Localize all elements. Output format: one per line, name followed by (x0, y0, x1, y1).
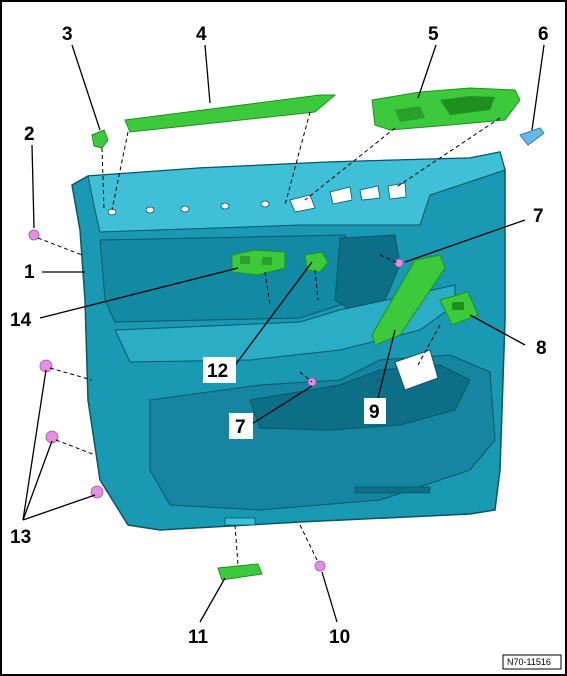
figure-code: N70-11516 (507, 657, 551, 667)
part-6-end-trim (519, 127, 545, 146)
callout-12-box (203, 357, 236, 383)
figure-code-box (502, 654, 562, 670)
callout-7-upper: 7 (533, 206, 544, 227)
clip-13-b (45, 430, 59, 444)
part-8-switch-insert (439, 291, 479, 326)
callout-4: 4 (196, 24, 207, 45)
callout-2: 2 (24, 124, 35, 145)
callout-7-lower: 7 (235, 417, 246, 438)
door-bottom-slot (354, 486, 431, 494)
callout-11: 11 (188, 627, 209, 648)
callout-9-box (364, 398, 386, 424)
callout-7-lower-box (229, 413, 253, 439)
callout-12: 12 (207, 361, 228, 382)
callout-3: 3 (62, 24, 73, 45)
door-trim-panel (71, 151, 506, 531)
callout-9: 9 (369, 402, 380, 423)
door-top-rail (87, 151, 506, 233)
callout-5: 5 (428, 24, 439, 45)
part-12-small-switch (304, 251, 329, 273)
part-3-small-clip (91, 129, 109, 149)
clip-7-upper (394, 258, 404, 268)
part-14-switch-unit (231, 249, 286, 276)
part-5-handle-housing (371, 87, 521, 131)
clip-10 (314, 560, 326, 572)
callout-8: 8 (536, 338, 547, 359)
door-grille-cutout (394, 349, 439, 391)
part-4-trim-strip (124, 94, 337, 133)
part-11-bottom-clip (217, 563, 263, 581)
callout-13: 13 (10, 527, 31, 548)
door-bottom-clip-slot (224, 517, 256, 526)
top-rail-holes (107, 182, 407, 216)
callout-1: 1 (24, 262, 35, 283)
callout-14: 14 (10, 310, 32, 331)
clip-2 (28, 229, 40, 241)
callout-10: 10 (329, 627, 350, 648)
part-9-grab-handle (371, 254, 446, 346)
clips-pink (28, 229, 404, 572)
assembly-lines (37, 111, 501, 566)
door-upper-pocket (99, 234, 356, 323)
leader-lines (22, 44, 545, 623)
callout-6: 6 (538, 24, 549, 45)
